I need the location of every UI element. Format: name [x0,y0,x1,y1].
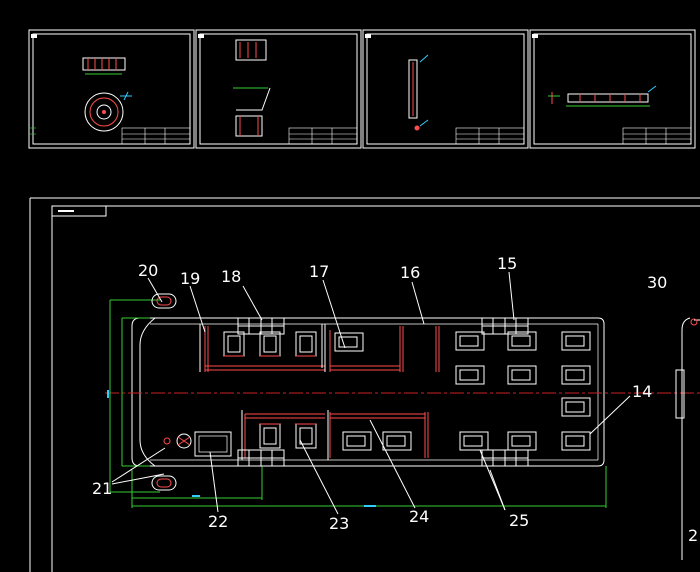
seat [259,423,281,449]
callouts: 20 19 18 17 16 15 30 14 21 22 23 24 25 2 [92,254,698,545]
callout-20: 20 [138,261,158,280]
seat [342,431,372,451]
callout-22: 22 [208,512,228,531]
callout-21: 21 [92,479,112,498]
callout-18: 18 [221,267,241,286]
thumbnail-sheet-2[interactable] [195,29,362,149]
dimension-lines [109,299,607,508]
seat [455,365,485,385]
seat [334,332,364,352]
callout-25: 25 [509,511,529,530]
seat [561,431,591,451]
thumbnail-sheet-1[interactable] [28,29,195,149]
bus-body-outline [131,317,605,467]
seat [295,423,317,449]
seat [455,331,485,351]
callout-17: 17 [309,262,329,281]
seat [561,397,591,417]
passenger-seats [223,331,591,451]
seat [561,331,591,351]
handrails [204,326,440,458]
adjacent-view [675,317,700,560]
callout-14: 14 [632,382,652,401]
bus-floor-plan: 20 19 18 17 16 15 30 14 21 22 23 24 25 2 [92,254,700,560]
driver-seat [194,431,232,457]
callout-2: 2 [688,526,698,545]
step-blocks [237,317,529,467]
seat [561,365,591,385]
seat [459,431,489,451]
callout-15: 15 [497,254,517,273]
seat [507,365,537,385]
callout-23: 23 [329,514,349,533]
seat [382,431,412,451]
seat [295,331,317,357]
main-drawing-sheet [29,197,700,572]
front-wheels [151,293,177,491]
thumbnail-sheet-4[interactable] [529,29,696,149]
seat [507,431,537,451]
thumbnail-sheets [28,29,696,149]
leader-lines [111,271,631,515]
thumbnail-sheet-3[interactable] [362,29,529,149]
callout-30: 30 [647,273,667,292]
callout-19: 19 [180,269,200,288]
seat [507,331,537,351]
sheet-title-tag [51,205,107,217]
seat [223,331,245,357]
seat [259,331,281,357]
steering-wheel [163,433,192,449]
callout-16: 16 [400,263,420,282]
callout-24: 24 [409,507,429,526]
